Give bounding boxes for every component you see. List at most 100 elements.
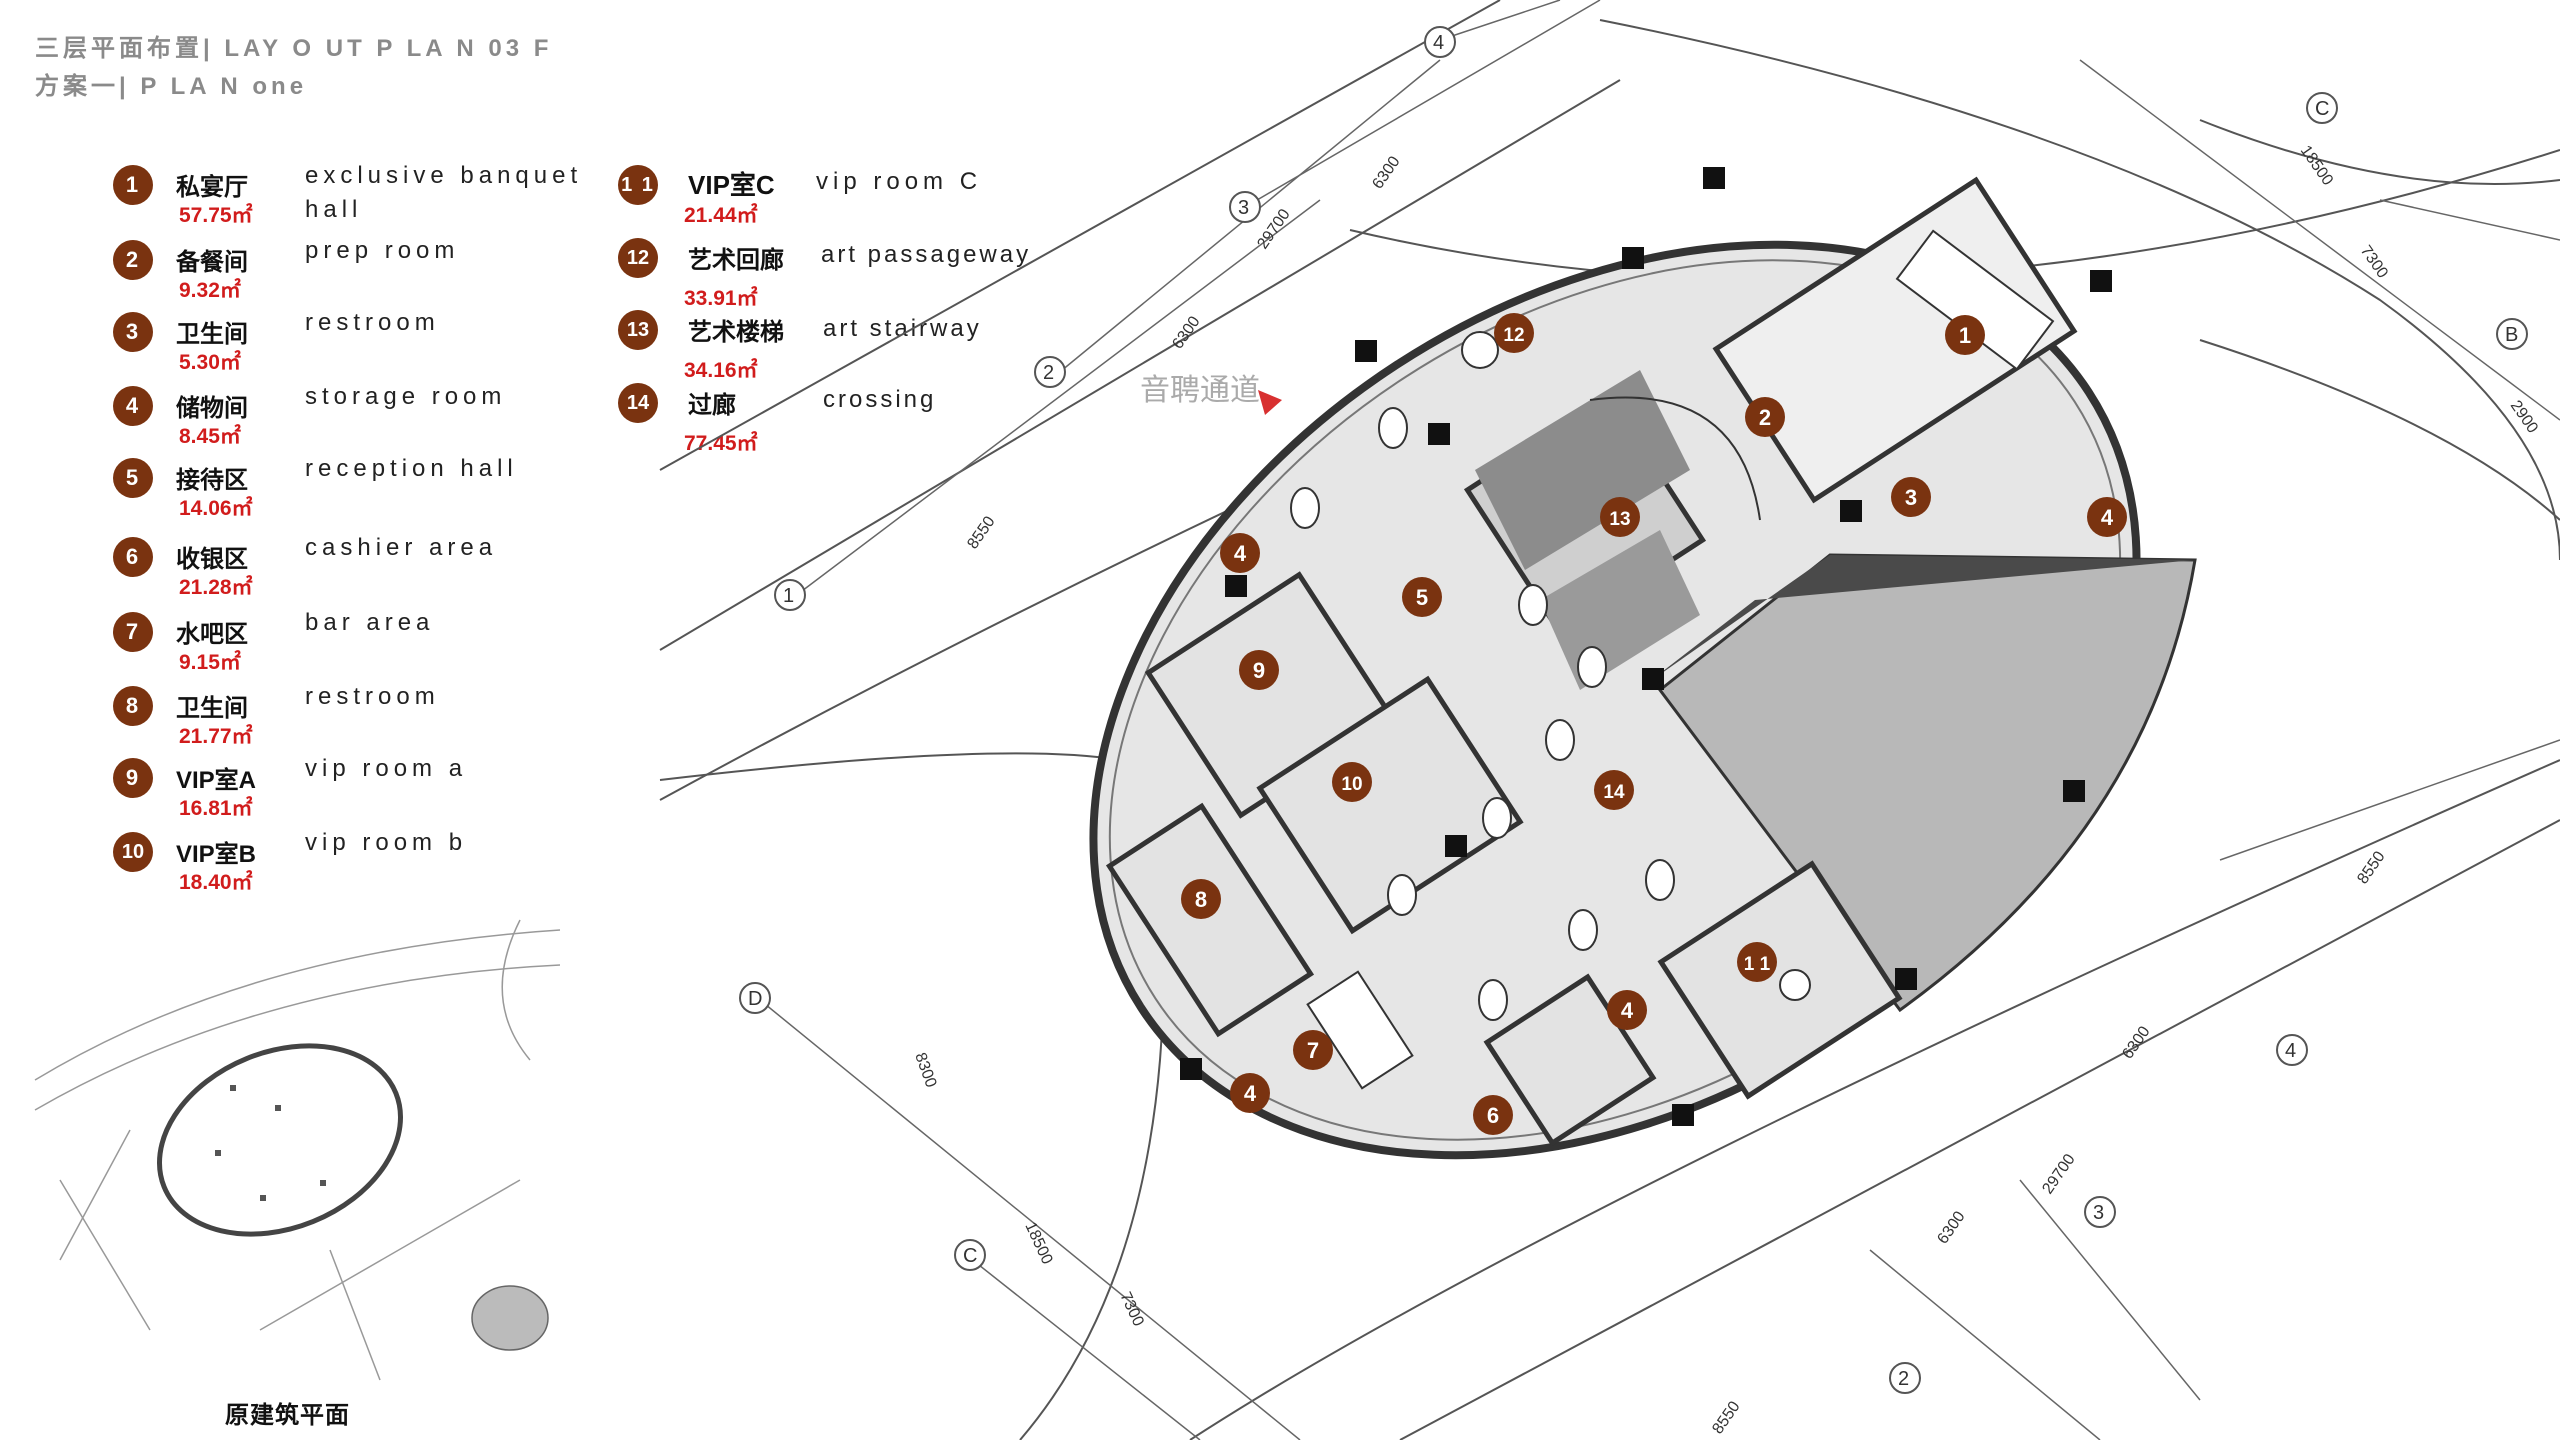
- page-title: 三层平面布置| LAY O UT P LA N 03 F: [35, 35, 553, 62]
- room-badge-7[interactable]: 7: [1293, 1030, 1333, 1070]
- room-badge-1[interactable]: 1: [1945, 315, 1985, 355]
- legend-zh-label: 接待区: [176, 467, 248, 494]
- room-badge-label: 13: [1609, 509, 1630, 530]
- room-badge-11[interactable]: 1 1: [1737, 942, 1777, 982]
- legend-area: 21.28㎡: [179, 576, 253, 599]
- room-badge-14[interactable]: 14: [1594, 770, 1634, 810]
- room-badge-label: 14: [1603, 782, 1625, 803]
- legend-badge: 10: [113, 832, 153, 872]
- grid-label: B: [2505, 324, 2518, 346]
- legend-en-label: cashier area: [305, 534, 498, 561]
- room-badge-12[interactable]: 12: [1494, 313, 1534, 353]
- grid-bubble: [2084, 1196, 2116, 1228]
- legend-area: 57.75㎡: [179, 204, 253, 227]
- art-stair: [1475, 370, 1761, 690]
- grid-label: 2: [1043, 362, 1054, 384]
- grid-bubble: [739, 982, 771, 1014]
- legend-area: 21.44㎡: [684, 204, 758, 227]
- legend-area: 21.77㎡: [179, 725, 253, 748]
- legend-zh-label: 收银区: [176, 546, 248, 573]
- legend-area: 9.15㎡: [179, 651, 241, 674]
- dimension-label: 8550: [1709, 1398, 1743, 1437]
- legend-zh-label: VIP室A: [176, 767, 257, 794]
- room-badge-13[interactable]: 13: [1600, 497, 1640, 537]
- grid-axes: [759, 0, 2560, 1440]
- legend-area: 14.06㎡: [179, 497, 253, 520]
- legend-badge: 2: [113, 240, 153, 280]
- room-badge-label: 4: [1234, 541, 1247, 566]
- entrance-arrow-icon: [1258, 390, 1282, 415]
- room-badges: 1 2 3 4 4 4 4 5 6 7 8 9 10 1 1 12 13 14: [1181, 313, 2127, 1135]
- atrium-void: [1657, 553, 2197, 1013]
- legend-en-label: vip room a: [305, 755, 468, 782]
- room-badge-label: 2: [1759, 405, 1771, 430]
- thumbnail-caption: 原建筑平面: [225, 1402, 350, 1429]
- legend-zh-label: 卫生间: [176, 321, 248, 348]
- entrance-label: 音聘通道: [1140, 374, 1260, 407]
- room-badge-4d[interactable]: 4: [1230, 1073, 1270, 1113]
- legend-area: 18.40㎡: [179, 871, 253, 894]
- room-badge-4a[interactable]: 4: [2087, 497, 2127, 537]
- legend-en-label: vip room C: [816, 168, 983, 195]
- legend-en-label: prep room: [305, 237, 460, 264]
- dimension-label: 2900: [2507, 398, 2541, 437]
- legend-en-label: exclusive banquet hall: [305, 162, 583, 223]
- grid-label: 4: [1433, 32, 1444, 54]
- site-lines: [659, 0, 2560, 1440]
- grid-bubble: [2276, 1034, 2308, 1066]
- grid-label: 4: [2285, 1040, 2296, 1062]
- dimension-label: 8550: [2354, 848, 2388, 887]
- room-badge-6[interactable]: 6: [1473, 1095, 1513, 1135]
- legend-en-label: bar area: [305, 609, 435, 636]
- room-badge-2[interactable]: 2: [1745, 397, 1785, 437]
- grid-bubble: [774, 579, 806, 611]
- legend-zh-label: VIP室C: [688, 170, 775, 200]
- room-badge-label: 6: [1487, 1103, 1499, 1128]
- room-badge-label: 4: [1244, 1081, 1257, 1106]
- legend-area: 16.81㎡: [179, 797, 253, 820]
- room-badge-4c[interactable]: 4: [1607, 990, 1647, 1030]
- dimension-label: 6300: [2119, 1023, 2153, 1062]
- legend-zh-label: 水吧区: [176, 621, 248, 648]
- legend-badge: 7: [113, 612, 153, 652]
- room-badge-3[interactable]: 3: [1891, 477, 1931, 517]
- dimension-label: 29700: [2039, 1151, 2079, 1197]
- grid-bubble: [2496, 318, 2528, 350]
- legend-badge: 14: [618, 383, 658, 423]
- room-badge-label: 5: [1416, 585, 1428, 610]
- room-badge-4b[interactable]: 4: [1220, 533, 1260, 573]
- dimension-label: 18500: [2297, 143, 2337, 189]
- grid-bubble: [1424, 26, 1456, 58]
- legend-en-label: storage room: [305, 383, 507, 410]
- room-badge-5[interactable]: 5: [1402, 577, 1442, 617]
- legend-area: 33.91㎡: [684, 287, 758, 310]
- grid-label: C: [2315, 98, 2329, 120]
- grid-bubble: [1229, 191, 1261, 223]
- room-badge-label: 1 1: [1744, 954, 1771, 975]
- legend-zh-label: 过廊: [688, 392, 736, 419]
- room-badge-label: 9: [1253, 658, 1265, 683]
- legend-zh-label: 艺术回廊: [688, 247, 784, 274]
- legend-badge: 8: [113, 686, 153, 726]
- legend-en-label: art passageway: [821, 241, 1032, 268]
- room-badge-10[interactable]: 10: [1332, 762, 1372, 802]
- legend-badge: 6: [113, 537, 153, 577]
- room-badge-8[interactable]: 8: [1181, 879, 1221, 919]
- grid-label: 3: [1238, 197, 1249, 219]
- room-badge-label: 4: [1621, 998, 1634, 1023]
- room-badge-label: 12: [1503, 325, 1524, 346]
- dimension-label: 7300: [1116, 1290, 1146, 1330]
- legend-area: 77.45㎡: [684, 432, 758, 455]
- grid-label: C: [963, 1245, 977, 1267]
- grid-label: D: [748, 988, 762, 1010]
- legend-badge: 9: [113, 758, 153, 798]
- columns: [1180, 167, 2112, 1126]
- legend-en-label: restroom: [305, 309, 440, 336]
- grid-label: 3: [2093, 1202, 2104, 1224]
- page-subtitle: 方案一| P LA N one: [35, 73, 308, 100]
- grid-bubble: [2306, 92, 2338, 124]
- room-badge-label: 3: [1905, 485, 1917, 510]
- room-badge-9[interactable]: 9: [1239, 650, 1279, 690]
- atrium-edge: [1645, 555, 2195, 685]
